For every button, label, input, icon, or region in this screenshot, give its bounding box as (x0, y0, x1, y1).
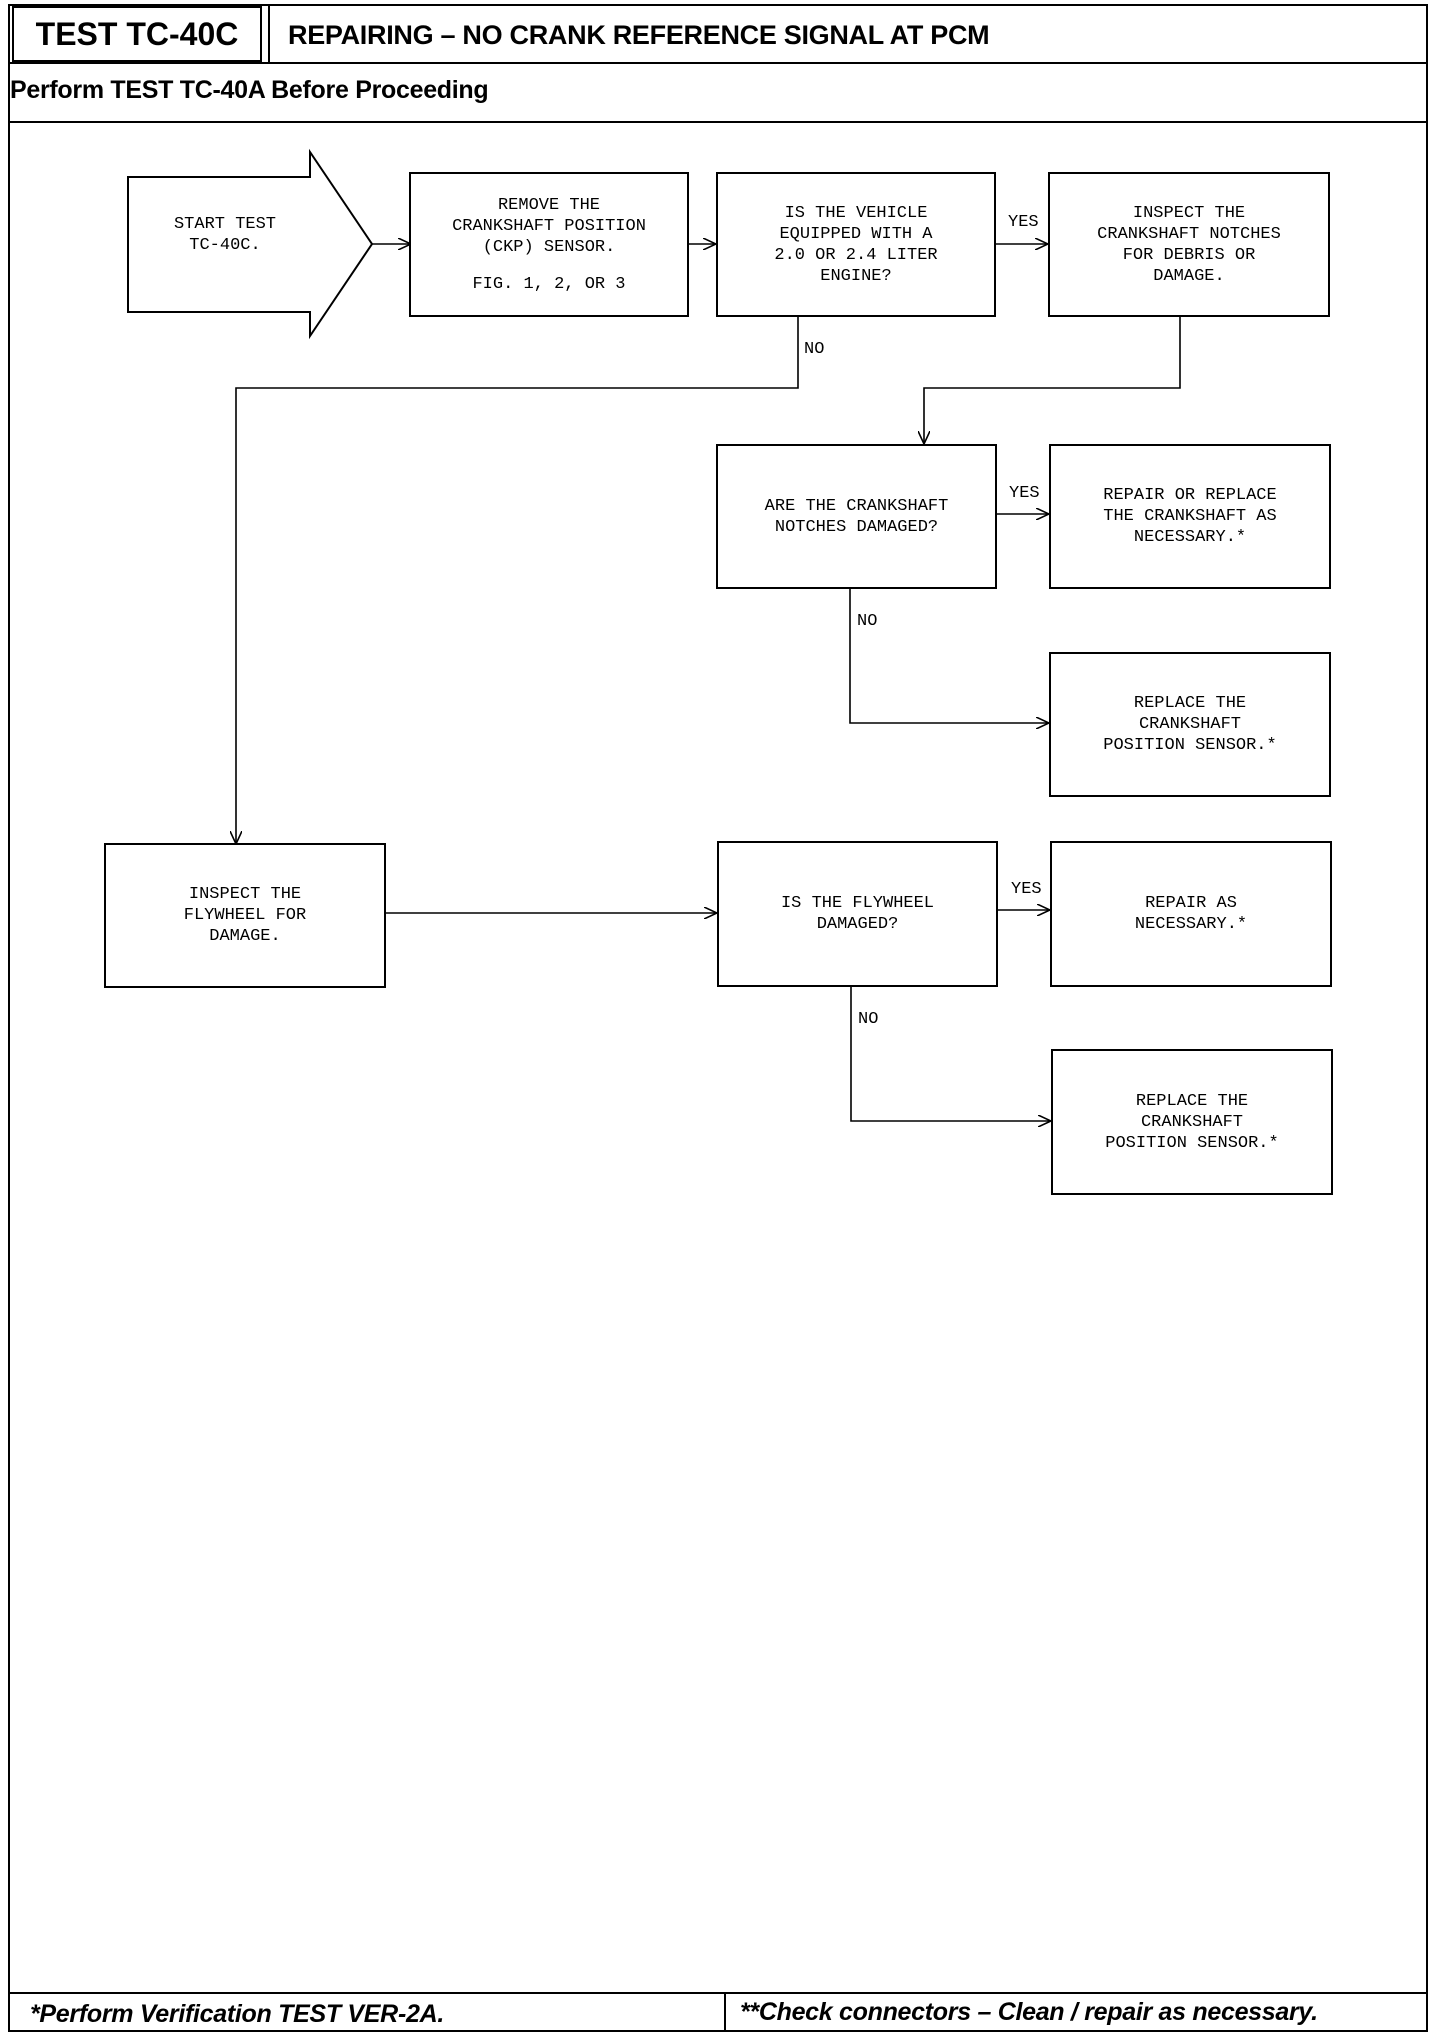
page-title: REPAIRING – NO CRANK REFERENCE SIGNAL AT… (288, 20, 990, 50)
box-line: 2.0 OR 2.4 LITER (774, 245, 938, 265)
box-line: IS THE VEHICLE (784, 203, 928, 223)
start-arrow-shape (127, 148, 374, 340)
box-line: REPLACE THE (1135, 1091, 1249, 1111)
engine-question-box: IS THE VEHICLE EQUIPPED WITH A 2.0 OR 2.… (716, 172, 996, 317)
box-line: CRANKSHAFT (1138, 715, 1242, 734)
box-line: REPAIR OR REPLACE (1103, 486, 1277, 505)
yes-label-engine: YES (1008, 213, 1039, 232)
inspect-flywheel-box: INSPECT THE FLYWHEEL FOR DAMAGE. (104, 843, 386, 988)
box-line: REPLACE THE (1133, 694, 1247, 713)
footer-note-left: *Perform Verification TEST VER-2A. (30, 2000, 444, 2028)
inspect-notches-box: INSPECT THE CRANKSHAFT NOTCHES FOR DEBRI… (1048, 172, 1330, 317)
box-line: CRANKSHAFT NOTCHES (1097, 224, 1281, 244)
figure-reference: FIG. 1, 2, OR 3 (472, 274, 626, 294)
box-line: THE CRANKSHAFT AS (1103, 507, 1277, 526)
connector-inspect-to-notches (924, 317, 1181, 444)
remove-ckp-sensor-box: REMOVE THE CRANKSHAFT POSITION (CKP) SEN… (409, 172, 689, 317)
connector-engine-no (236, 317, 799, 844)
box-line: DAMAGED? (816, 915, 899, 934)
no-label-notches: NO (857, 612, 878, 631)
replace-sensor-box-1: REPLACE THE CRANKSHAFT POSITION SENSOR.* (1049, 652, 1331, 797)
box-line: INSPECT THE (1132, 203, 1246, 223)
notches-question-box: ARE THE CRANKSHAFT NOTCHES DAMAGED? (716, 444, 997, 589)
box-line: NOTCHES DAMAGED? (774, 517, 939, 537)
start-label: START TEST TC-40C. (150, 200, 300, 270)
box-line: CRANKSHAFT POSITION (452, 216, 646, 236)
connector-notches-no (849, 588, 1049, 723)
box-line: ENGINE? (820, 266, 892, 286)
box-line: FOR DEBRIS OR (1122, 245, 1256, 265)
box-line: ARE THE CRANKSHAFT (764, 496, 949, 516)
box-line: IS THE FLYWHEEL (780, 894, 935, 913)
flywheel-question-box: IS THE FLYWHEEL DAMAGED? (717, 841, 998, 987)
box-line: FLYWHEEL FOR (183, 906, 307, 925)
header-rule (8, 62, 1428, 64)
no-label-flywheel: NO (858, 1010, 879, 1029)
box-line: INSPECT THE (188, 885, 302, 904)
footer-note-right: **Check connectors – Clean / repair as n… (740, 1998, 1318, 2026)
footer-rule (8, 1992, 1428, 1994)
box-line: DAMAGE. (209, 927, 281, 946)
start-line-1: START TEST (173, 215, 277, 234)
yes-label-notches: YES (1009, 484, 1040, 503)
box-line: REMOVE THE (497, 195, 601, 215)
test-id: TEST TC-40C (12, 6, 262, 62)
connector-flywheel-no (850, 986, 1051, 1121)
yes-label-flywheel: YES (1011, 880, 1042, 899)
replace-sensor-box-2: REPLACE THE CRANKSHAFT POSITION SENSOR.* (1051, 1049, 1333, 1195)
box-line: REPAIR AS (1145, 894, 1237, 913)
box-line: EQUIPPED WITH A (779, 224, 933, 244)
repair-replace-crankshaft-box: REPAIR OR REPLACE THE CRANKSHAFT AS NECE… (1049, 444, 1331, 589)
box-line: DAMAGE. (1153, 266, 1225, 286)
box-line: POSITION SENSOR.* (1103, 736, 1277, 755)
page-subtitle: Perform TEST TC-40A Before Proceeding (10, 76, 489, 104)
box-line: (CKP) SENSOR. (482, 237, 616, 257)
box-line: NECESSARY.* (1133, 528, 1247, 547)
repair-as-necessary-box: REPAIR AS NECESSARY.* (1050, 841, 1332, 987)
header-divider (268, 6, 270, 62)
subtitle-rule (8, 121, 1428, 123)
box-line: CRANKSHAFT (1140, 1112, 1244, 1132)
footer-divider (724, 1992, 726, 2032)
box-line: NECESSARY.* (1134, 915, 1248, 934)
start-line-2: TC-40C. (189, 236, 261, 255)
box-line: POSITION SENSOR.* (1105, 1133, 1279, 1153)
no-label-engine: NO (804, 340, 825, 359)
procedure-sheet (8, 4, 1428, 2032)
